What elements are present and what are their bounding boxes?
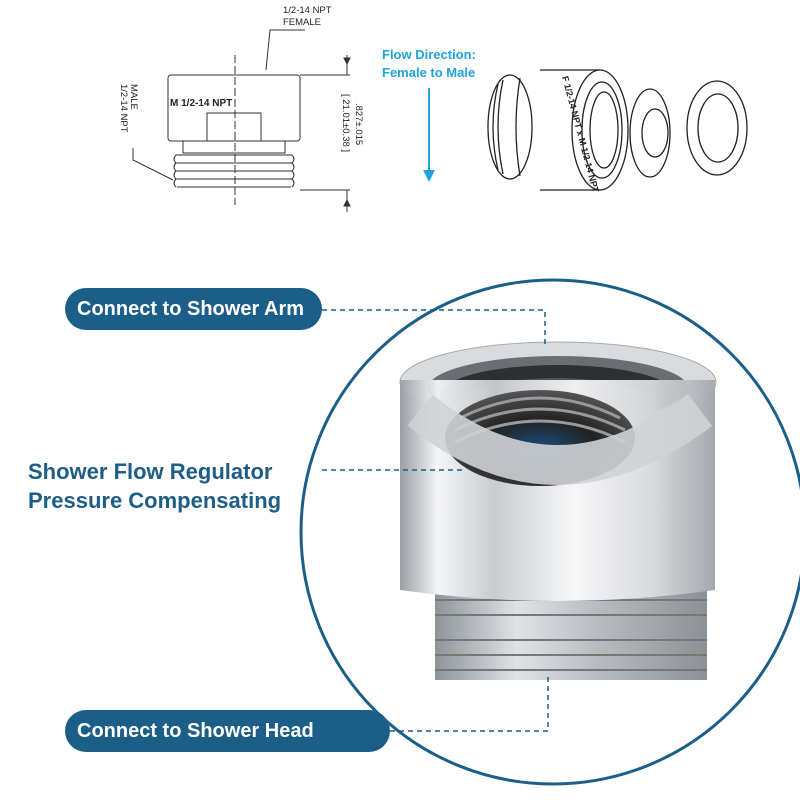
callout-shower-head: Connect to Shower Head: [65, 710, 390, 752]
product-circle: [299, 278, 800, 786]
flow-direction-line1: Flow Direction:: [382, 47, 476, 62]
female-thread-label-2: FEMALE: [283, 17, 321, 28]
exploded-view: F 1/2-14 NPT x M 1/2-14 NPT: [487, 69, 748, 194]
flow-arrow-icon: [423, 88, 435, 182]
male-thread-label-2: MALE: [128, 84, 139, 110]
dimension-inch: .827±.015: [353, 103, 364, 145]
shower-regulator-image: [399, 341, 717, 680]
body-marking: M 1/2-14 NPT: [170, 98, 232, 109]
female-thread-label: 1/2-14 NPT: [283, 5, 332, 16]
callout-regulator-line2: Pressure Compensating: [28, 488, 282, 513]
callout-regulator: Shower Flow Regulator Pressure Compensat…: [28, 457, 281, 515]
flow-direction-line2: Female to Male: [382, 65, 476, 80]
technical-drawing: 1/2-14 NPT FEMALE M 1/2-14 NPT 1/2-14 NP…: [118, 5, 364, 212]
male-thread-label: 1/2-14 NPT: [118, 84, 129, 133]
callout-lines: [322, 309, 549, 732]
callout-shower-arm: Connect to Shower Arm: [65, 288, 322, 330]
dimension-mm: [ 21.01±0.38 ]: [340, 94, 351, 152]
flow-direction-label: Flow Direction: Female to Male: [382, 46, 476, 82]
callout-regulator-line1: Shower Flow Regulator: [28, 459, 273, 484]
